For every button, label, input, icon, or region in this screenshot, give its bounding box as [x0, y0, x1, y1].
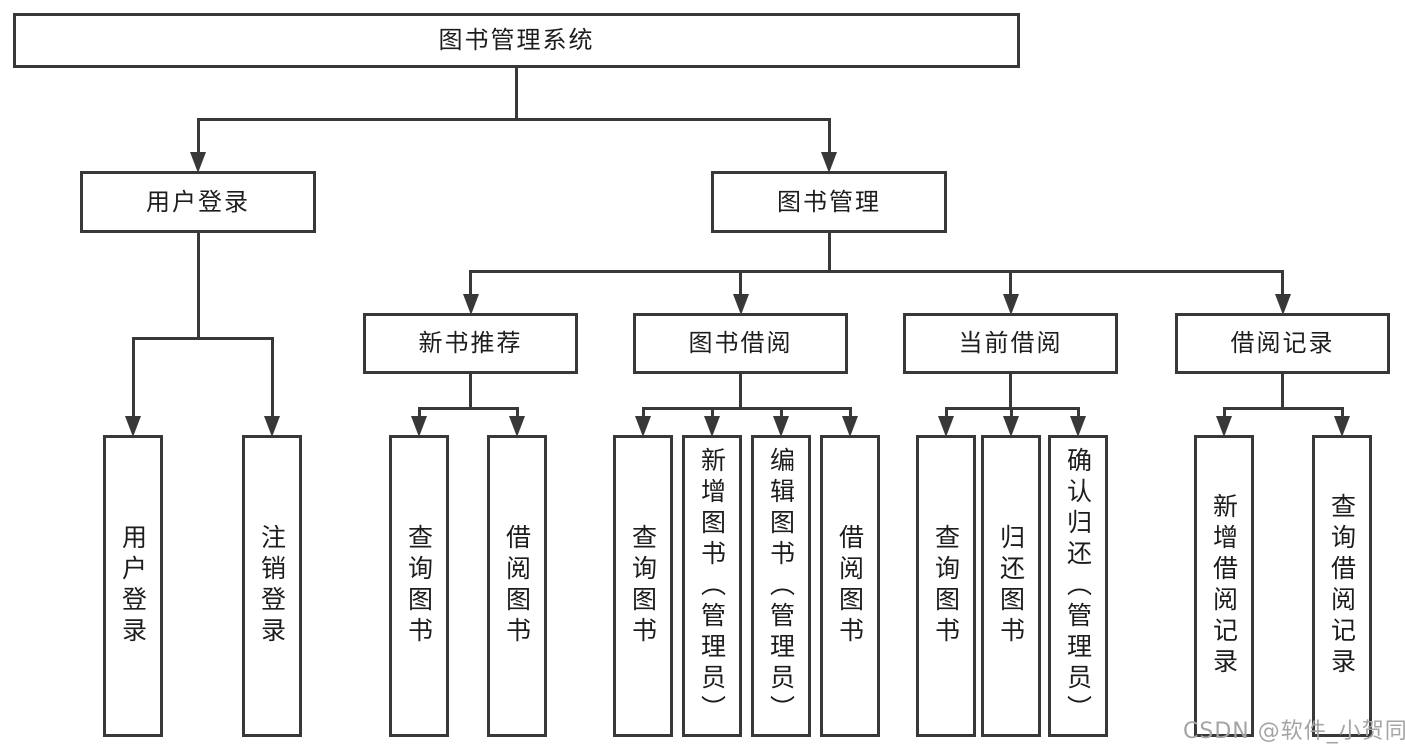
node-leaf-add-record: 新增借阅记录: [1194, 435, 1254, 737]
connector-line: [779, 407, 783, 418]
arrowhead-down-icon: [411, 416, 427, 437]
node-leaf-add-book: 新增图书（管理员）: [682, 435, 742, 737]
node-label: 借阅记录: [1230, 329, 1335, 358]
connector-line: [417, 407, 519, 410]
connector-line: [131, 337, 135, 418]
arrowhead-down-icon: [704, 416, 720, 437]
arrowhead-down-icon: [821, 152, 837, 173]
node-label: 新书推荐: [418, 329, 523, 358]
node-label: 查询图书: [628, 524, 658, 648]
connector-line: [1222, 407, 1344, 410]
arrowhead-down-icon: [190, 152, 206, 173]
arrowhead-down-icon: [1003, 416, 1019, 437]
node-current-borrow: 当前借阅: [903, 313, 1118, 374]
arrowhead-down-icon: [1274, 294, 1291, 315]
connector-line: [1009, 407, 1013, 418]
node-leaf-borrow-book-1: 借阅图书: [487, 435, 547, 737]
arrowhead-down-icon: [1216, 416, 1232, 437]
node-borrow-record: 借阅记录: [1175, 313, 1390, 374]
node-label: 查询图书: [931, 524, 961, 648]
node-leaf-confirm-return: 确认归还（管理员）: [1048, 435, 1108, 737]
connector-line: [1281, 374, 1284, 410]
connector-line: [1222, 407, 1226, 418]
csdn-watermark: CSDN @软件_小贺同学: [1183, 719, 1405, 744]
node-book-borrow: 图书借阅: [633, 313, 848, 374]
node-label: 确认归还（管理员）: [1063, 446, 1093, 726]
node-label: 新增图书（管理员）: [697, 446, 727, 726]
arrowhead-down-icon: [1002, 294, 1019, 315]
connector-line: [827, 118, 831, 154]
node-label: 借阅图书: [835, 524, 865, 648]
connector-line: [848, 407, 852, 418]
node-user-login: 用户登录: [80, 171, 316, 233]
connector-line: [131, 337, 274, 340]
node-label: 图书管理系统: [438, 26, 595, 55]
connector-line: [196, 233, 200, 340]
arrowhead-down-icon: [732, 294, 749, 315]
arrowhead-down-icon: [773, 416, 789, 437]
connector-line: [469, 270, 472, 296]
node-new-book-rec: 新书推荐: [363, 313, 578, 374]
node-leaf-query-book-2: 查询图书: [613, 435, 673, 737]
node-label: 借阅图书: [502, 524, 532, 648]
connector-line: [641, 407, 852, 410]
node-leaf-logout: 注销登录: [242, 435, 302, 737]
node-leaf-borrow-book-2: 借阅图书: [820, 435, 880, 737]
connector-line: [710, 407, 714, 418]
arrowhead-down-icon: [1070, 416, 1086, 437]
node-leaf-edit-book: 编辑图书（管理员）: [751, 435, 811, 737]
node-label: 图书借阅: [688, 329, 793, 358]
connector-line: [944, 407, 948, 418]
connector-line: [1009, 270, 1012, 296]
arrowhead-down-icon: [264, 416, 280, 437]
node-label: 当前借阅: [958, 329, 1063, 358]
node-leaf-return-book: 归还图书: [981, 435, 1041, 737]
connector-line: [196, 118, 831, 121]
node-label: 用户登录: [146, 187, 250, 216]
node-label: 查询图书: [404, 524, 434, 648]
node-label: 归还图书: [996, 524, 1026, 648]
node-leaf-query-book-3: 查询图书: [916, 435, 976, 737]
connector-line: [417, 407, 421, 418]
arrowhead-down-icon: [462, 294, 479, 315]
connector-line: [1009, 374, 1012, 410]
arrowhead-down-icon: [938, 416, 954, 437]
node-leaf-query-record: 查询借阅记录: [1312, 435, 1372, 737]
connector-line: [515, 68, 518, 121]
node-label: 图书管理: [777, 187, 881, 216]
connector-line: [1340, 407, 1344, 418]
node-label: 注销登录: [257, 524, 287, 648]
node-label: 用户登录: [118, 524, 148, 648]
connector-line: [469, 270, 1284, 273]
arrowhead-down-icon: [1334, 416, 1350, 437]
connector-line: [469, 374, 472, 410]
connector-line: [1281, 270, 1284, 296]
connector-line: [739, 270, 742, 296]
node-label: 新增借阅记录: [1209, 493, 1239, 679]
connector-line: [196, 118, 200, 154]
connector-line: [270, 337, 274, 418]
arrowhead-down-icon: [635, 416, 651, 437]
node-leaf-query-book-1: 查询图书: [389, 435, 449, 737]
node-root: 图书管理系统: [13, 13, 1020, 68]
arrowhead-down-icon: [509, 416, 525, 437]
connector-line: [739, 374, 742, 410]
connector-line: [641, 407, 645, 418]
arrowhead-down-icon: [842, 416, 858, 437]
node-book-mgmt: 图书管理: [711, 171, 947, 233]
node-label: 编辑图书（管理员）: [766, 446, 796, 726]
connector-line: [515, 407, 519, 418]
connector-line: [827, 233, 831, 273]
connector-line: [1076, 407, 1080, 418]
node-label: 查询借阅记录: [1327, 493, 1357, 679]
arrowhead-down-icon: [125, 416, 141, 437]
node-leaf-user-login: 用户登录: [103, 435, 163, 737]
